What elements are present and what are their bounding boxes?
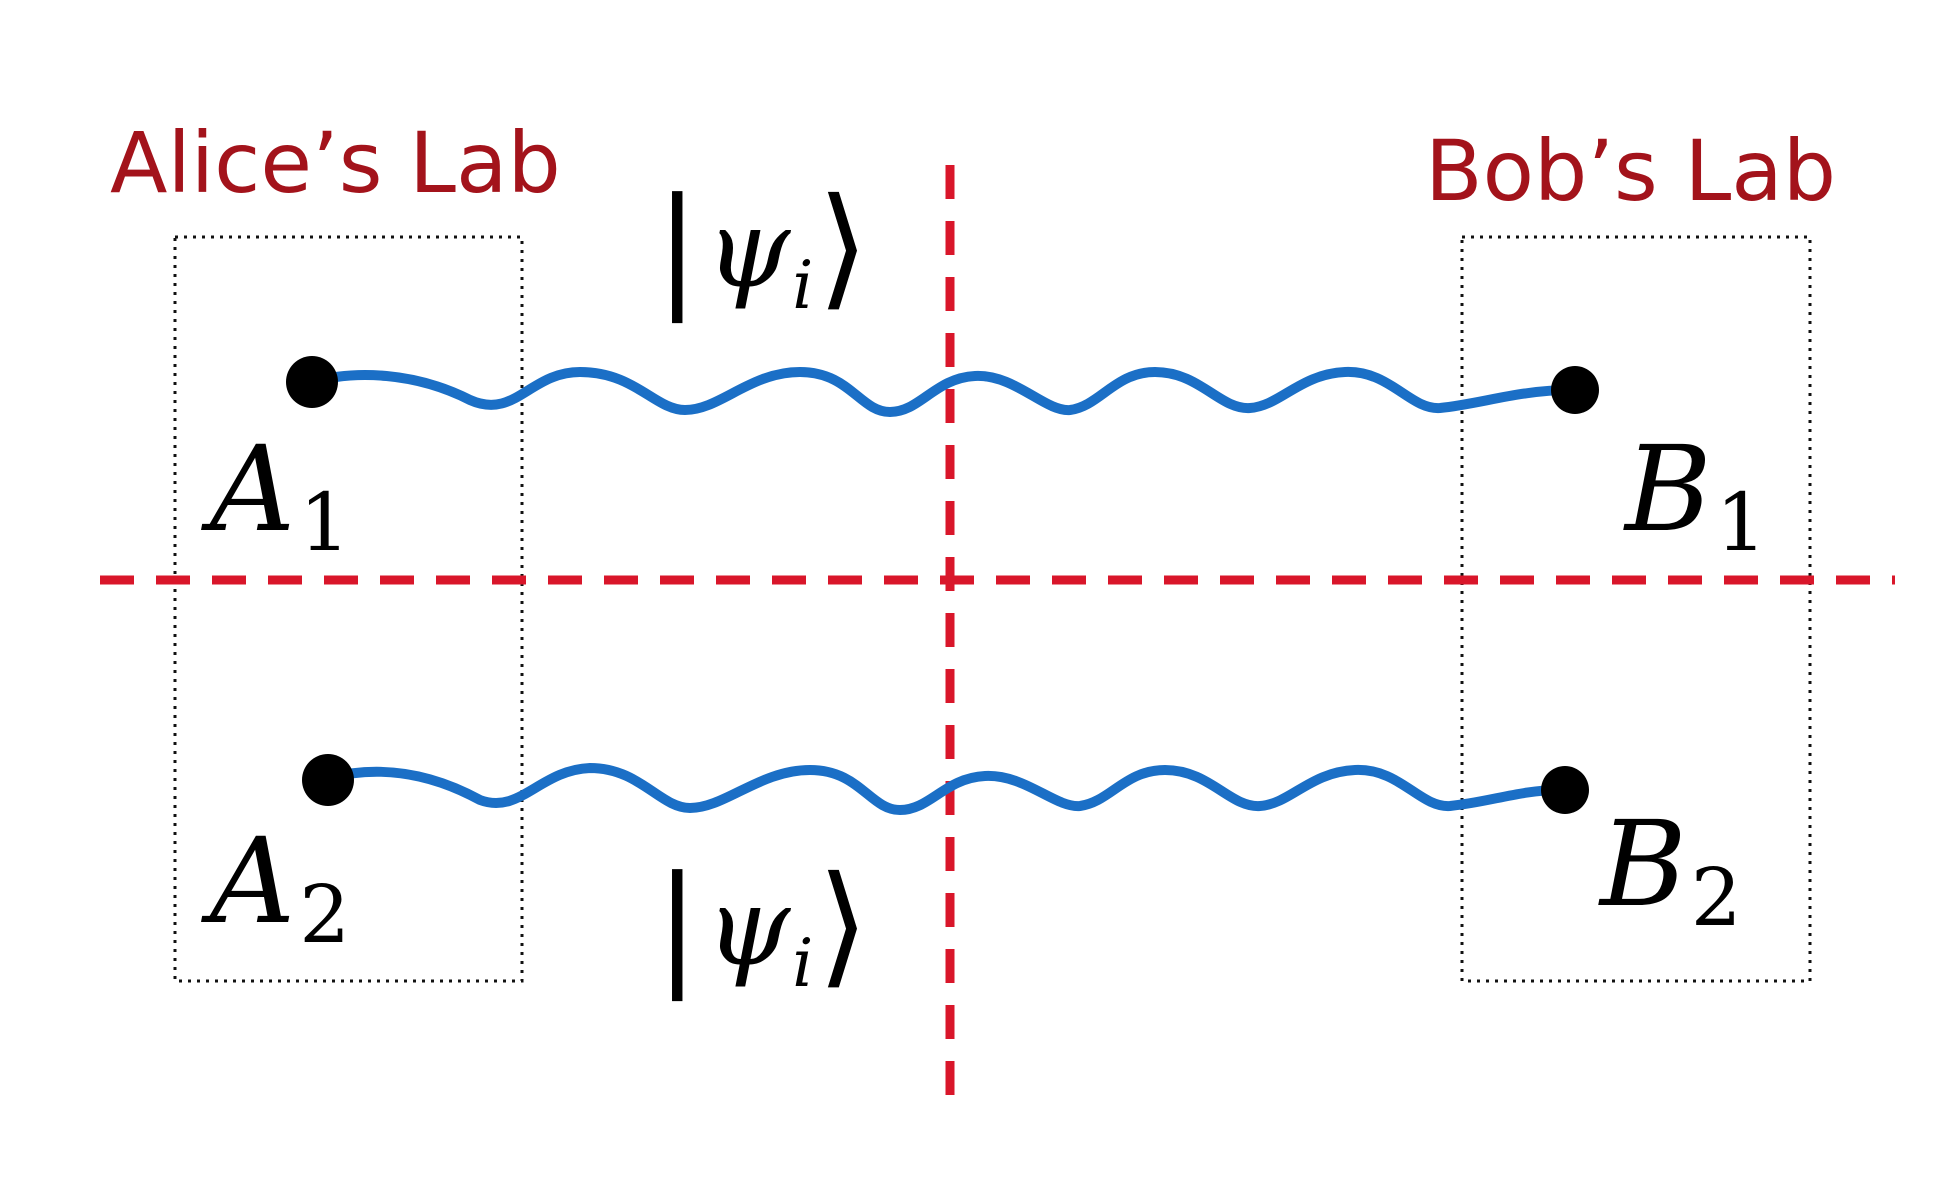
entanglement-link-top [307, 366, 1575, 417]
node-a2-label: A2 [201, 812, 350, 961]
alice-lab-title: Alice’s Lab [110, 114, 561, 212]
ket-bottom-psi: ψ [705, 865, 791, 990]
node-a1-label: A1 [201, 420, 350, 569]
ket-top-angle: ⟩ [817, 170, 869, 324]
node-a2-letter: A [201, 812, 295, 950]
ket-top-psi: ψ [705, 187, 791, 312]
alice-lab-box [173, 235, 524, 983]
ket-bottom-bar: | [655, 848, 699, 1002]
node-a1-letter: A [201, 420, 295, 558]
ket-top-bar: | [655, 170, 699, 324]
state-ket-bottom: |ψi⟩ [655, 848, 869, 1002]
node-a2-dot [302, 754, 354, 806]
state-ket-top: |ψi⟩ [655, 170, 869, 324]
node-b2-letter: B [1598, 795, 1687, 933]
node-b2-label: B2 [1598, 795, 1742, 944]
node-a2-subscript: 2 [299, 868, 350, 961]
ket-bottom-angle: ⟩ [817, 848, 869, 1002]
node-b1-label: B1 [1623, 420, 1767, 569]
node-a1-subscript: 1 [299, 476, 350, 569]
node-b1-letter: B [1623, 420, 1712, 558]
ket-bottom-subscript: i [792, 925, 813, 1002]
node-b2-dot [1541, 766, 1589, 814]
ket-top-subscript: i [792, 247, 813, 324]
node-b1-subscript: 1 [1716, 476, 1767, 569]
node-b1-dot [1551, 366, 1599, 414]
bob-lab-title: Bob’s Lab [1425, 122, 1836, 220]
entanglement-link-bottom [323, 763, 1565, 815]
node-b2-subscript: 2 [1691, 851, 1742, 944]
node-a1-dot [286, 356, 338, 408]
bob-lab-box [1460, 235, 1812, 983]
